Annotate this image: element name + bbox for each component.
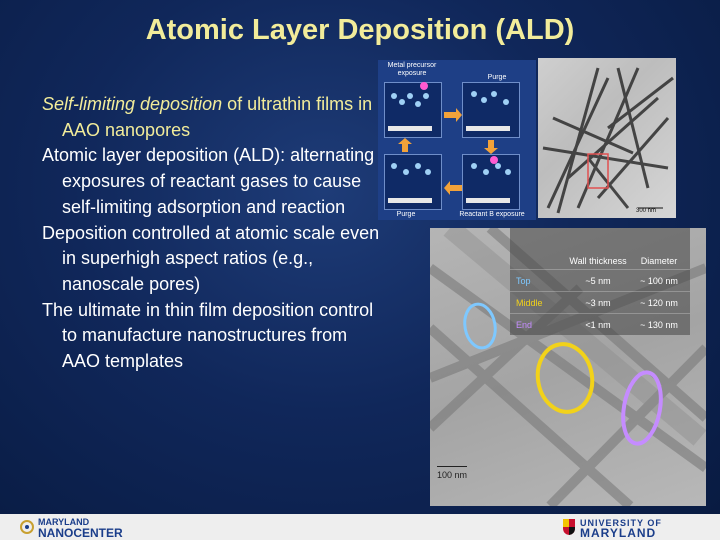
- nanocenter-line2: NANOCENTER: [38, 526, 123, 540]
- schematic-arrows: [388, 82, 511, 203]
- table-row: End <1 nm ~ 130 nm: [510, 313, 690, 335]
- bullet-1-rest: of ultrathin films in AAO nanopores: [62, 94, 373, 140]
- nanocenter-line1: MARYLAND: [38, 517, 90, 527]
- table-row: Top ~5 nm ~ 100 nm: [510, 269, 690, 291]
- table-cell-wall: <1 nm: [585, 319, 611, 330]
- table-cell-position: Top: [516, 275, 531, 286]
- marker-end: [621, 370, 663, 446]
- ald-schematic: Metal precursor exposure Purge Purge Rea…: [378, 60, 536, 220]
- schematic-label-purge-top: Purge: [487, 74, 507, 81]
- bullet-list: Self-limiting deposition of ultrathin fi…: [42, 92, 387, 375]
- tem-overview-scale-label: 300 nm: [636, 208, 657, 214]
- table-row: Middle ~3 nm ~ 120 nm: [510, 291, 690, 313]
- nanocenter-wordmark: MARYLAND NANOCENTER: [38, 517, 123, 539]
- marker-middle: [535, 342, 595, 414]
- table-header-wall: Wall thickness: [569, 256, 627, 266]
- umd-wordmark: UNIVERSITY OF MARYLAND: [580, 518, 662, 540]
- schematic-label-reactant-b: Reactant B exposure: [459, 211, 525, 218]
- umd-shield-icon: [563, 519, 575, 535]
- bullet-4: The ultimate in thin film deposition con…: [42, 299, 374, 372]
- table-header-diameter: Diameter: [640, 256, 678, 266]
- schematic-label-metal-precursor: Metal precursor exposure: [387, 62, 437, 77]
- footer-bar: [0, 514, 720, 540]
- umd-line2: MARYLAND: [580, 526, 657, 540]
- table-cell-diameter: ~ 120 nm: [640, 297, 678, 308]
- bullet-1: Self-limiting deposition of ultrathin fi…: [42, 92, 387, 143]
- slide-title: Atomic Layer Deposition (ALD): [145, 14, 575, 46]
- schematic-panel-2: [462, 82, 520, 138]
- umd-line1: UNIVERSITY OF: [580, 518, 662, 528]
- marker-top: [463, 302, 497, 350]
- thickness-table: Wall thickness Diameter Top ~5 nm ~ 100 …: [510, 228, 690, 335]
- table-cell-wall: ~5 nm: [585, 275, 611, 286]
- table-cell-diameter: ~ 100 nm: [640, 275, 678, 286]
- table-cell-diameter: ~ 130 nm: [640, 319, 678, 330]
- tem-overview-tubes: [542, 67, 674, 214]
- bullet-1-emphasis: Self-limiting deposition: [42, 94, 223, 114]
- schematic-label-purge-bottom: Purge: [396, 211, 416, 218]
- table-cell-wall: ~3 nm: [585, 297, 611, 308]
- bullet-3: Deposition controlled at atomic scale ev…: [42, 222, 380, 294]
- table-header: Wall thickness Diameter: [510, 228, 690, 269]
- tem-overview-image: 300 nm: [538, 58, 676, 218]
- table-cell-position: End: [516, 319, 533, 330]
- tem-scale-bar: [437, 466, 467, 467]
- table-cell-position: Middle: [516, 297, 543, 308]
- bullet-2: Atomic layer deposition (ALD): alternati…: [42, 145, 375, 217]
- nanocenter-logo-icon: [20, 520, 34, 534]
- tem-scale-label: 100 nm: [437, 470, 468, 480]
